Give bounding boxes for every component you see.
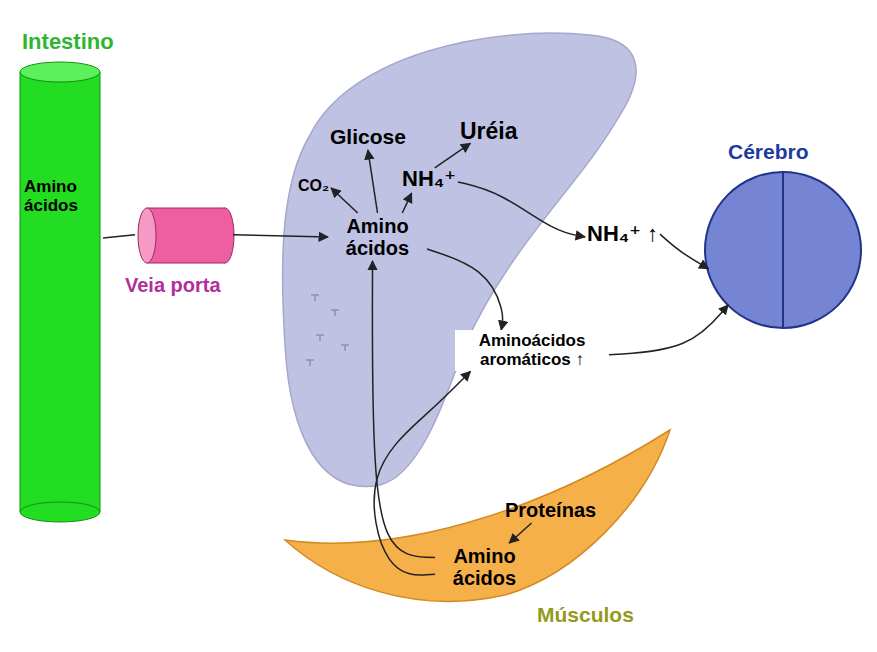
flow-arrow	[660, 234, 709, 269]
metabolite-label: Uréia	[460, 119, 518, 144]
content-label: Amino ácidos	[24, 178, 104, 215]
portal-vein: Veia porta	[125, 200, 275, 305]
vein-opening	[138, 208, 156, 263]
blood-level-label: NH₄⁺ ↑	[585, 220, 660, 248]
metabolite-label: Amino ácidos	[435, 543, 534, 591]
flow-arrow	[509, 523, 531, 543]
liver-texture	[331, 310, 339, 316]
blood-level-label: Aminoácidos aromáticos ↑	[457, 332, 607, 369]
liver-texture	[311, 295, 319, 301]
metabolite-label: Proteínas	[503, 497, 598, 523]
liver: Glicose UréiaCO₂ NH₄⁺ Amino ácidos	[260, 15, 640, 495]
liver-texture	[306, 360, 314, 366]
brain-divider	[782, 172, 784, 328]
intestine-body	[20, 72, 100, 512]
flow-arrow	[103, 235, 135, 238]
organ-heading: Intestino	[22, 30, 114, 54]
metabolite-label: Amino ácidos	[437, 545, 532, 589]
blood-level-label: NH₄⁺ ↑	[587, 222, 658, 246]
intestine-end	[20, 502, 100, 522]
metabolite-label: NH₄⁺	[402, 167, 456, 191]
vein-body	[147, 208, 225, 263]
metabolite-label: Glicose	[328, 123, 408, 150]
organ-heading: Músculos	[537, 603, 634, 626]
liver-texture	[341, 345, 349, 351]
metabolite-label: Glicose	[330, 125, 406, 148]
flow-arrow	[427, 249, 503, 330]
metabolite-label: CO₂	[298, 177, 329, 195]
vein-edge	[147, 208, 225, 209]
intestine-edge	[100, 72, 101, 512]
vein-edge	[147, 263, 225, 264]
metabolite-label: Amino ácidos	[328, 213, 427, 261]
flow-arrow	[374, 371, 470, 575]
blood-level-label: Aminoácidos aromáticos ↑	[455, 330, 609, 371]
flow-arrow	[331, 188, 358, 213]
metabolite-label: CO₂	[296, 175, 331, 197]
liver-texture	[316, 335, 324, 341]
metabolite-label: NH₄⁺	[400, 165, 458, 193]
flow-arrow	[233, 235, 328, 237]
organ-heading: Veia porta	[125, 274, 221, 296]
flow-arrow	[368, 150, 378, 213]
metabolite-label: Amino ácidos	[330, 215, 425, 259]
flow-arrow	[435, 143, 471, 167]
liver-shape	[260, 15, 640, 495]
muscle: Músculos ProteínasAmino ácidos	[275, 425, 675, 650]
metabolite-label: Proteínas	[505, 499, 596, 521]
flow-arrow	[609, 305, 728, 355]
organ-heading: Cérebro	[728, 140, 809, 163]
muscle-outline	[285, 430, 670, 601]
intestine-opening	[20, 62, 100, 82]
flow-arrow	[458, 182, 585, 237]
intestine-edge	[20, 72, 21, 512]
brain: Cérebro	[700, 140, 870, 335]
metabolite-label: Uréia	[458, 117, 520, 146]
brain-shape	[700, 140, 870, 335]
brain-circle	[705, 172, 861, 328]
liver-outline	[283, 33, 637, 486]
flow-arrow	[402, 193, 411, 213]
flow-arrow	[372, 261, 435, 557]
